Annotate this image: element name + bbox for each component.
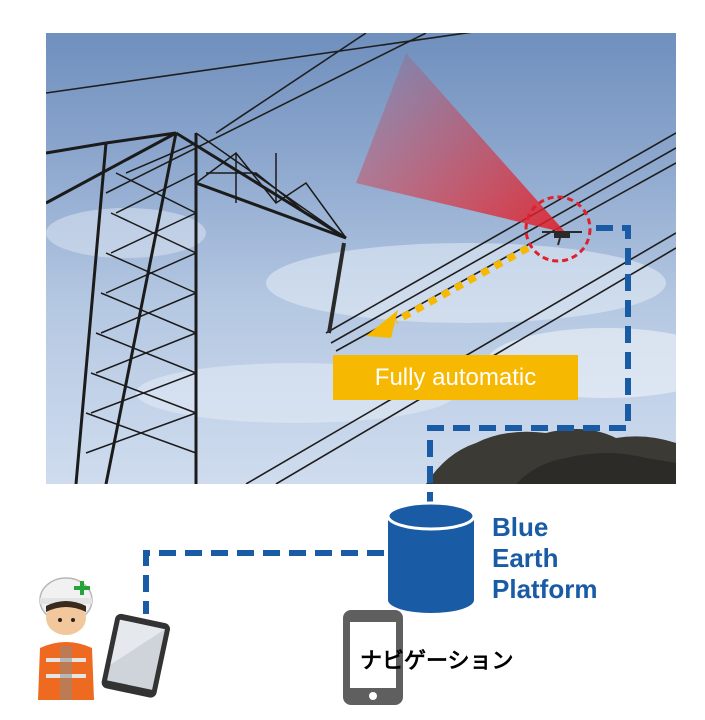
tower-scene: [46, 33, 676, 484]
navigation-tablet-icon: [343, 610, 403, 705]
worker-avatar: [38, 577, 94, 700]
platform-name-line1: Blue: [492, 512, 549, 542]
data-link-lines: [143, 225, 631, 614]
drone-icon: [542, 231, 582, 246]
target-circle: [524, 195, 592, 263]
worker-tablet-icon: [101, 613, 170, 698]
flight-path-arrow: [394, 244, 530, 325]
platform-name: Blue Earth Platform: [492, 512, 597, 605]
arrow-head-icon: [366, 310, 398, 338]
navigation-label: ナビゲーション: [360, 649, 514, 674]
platform-name-line2: Earth: [492, 543, 559, 573]
tower-photo: [46, 33, 676, 484]
database-icon: [386, 501, 476, 613]
platform-name-line3: Platform: [492, 574, 598, 604]
fully-automatic-label: Fully automatic: [333, 355, 578, 400]
